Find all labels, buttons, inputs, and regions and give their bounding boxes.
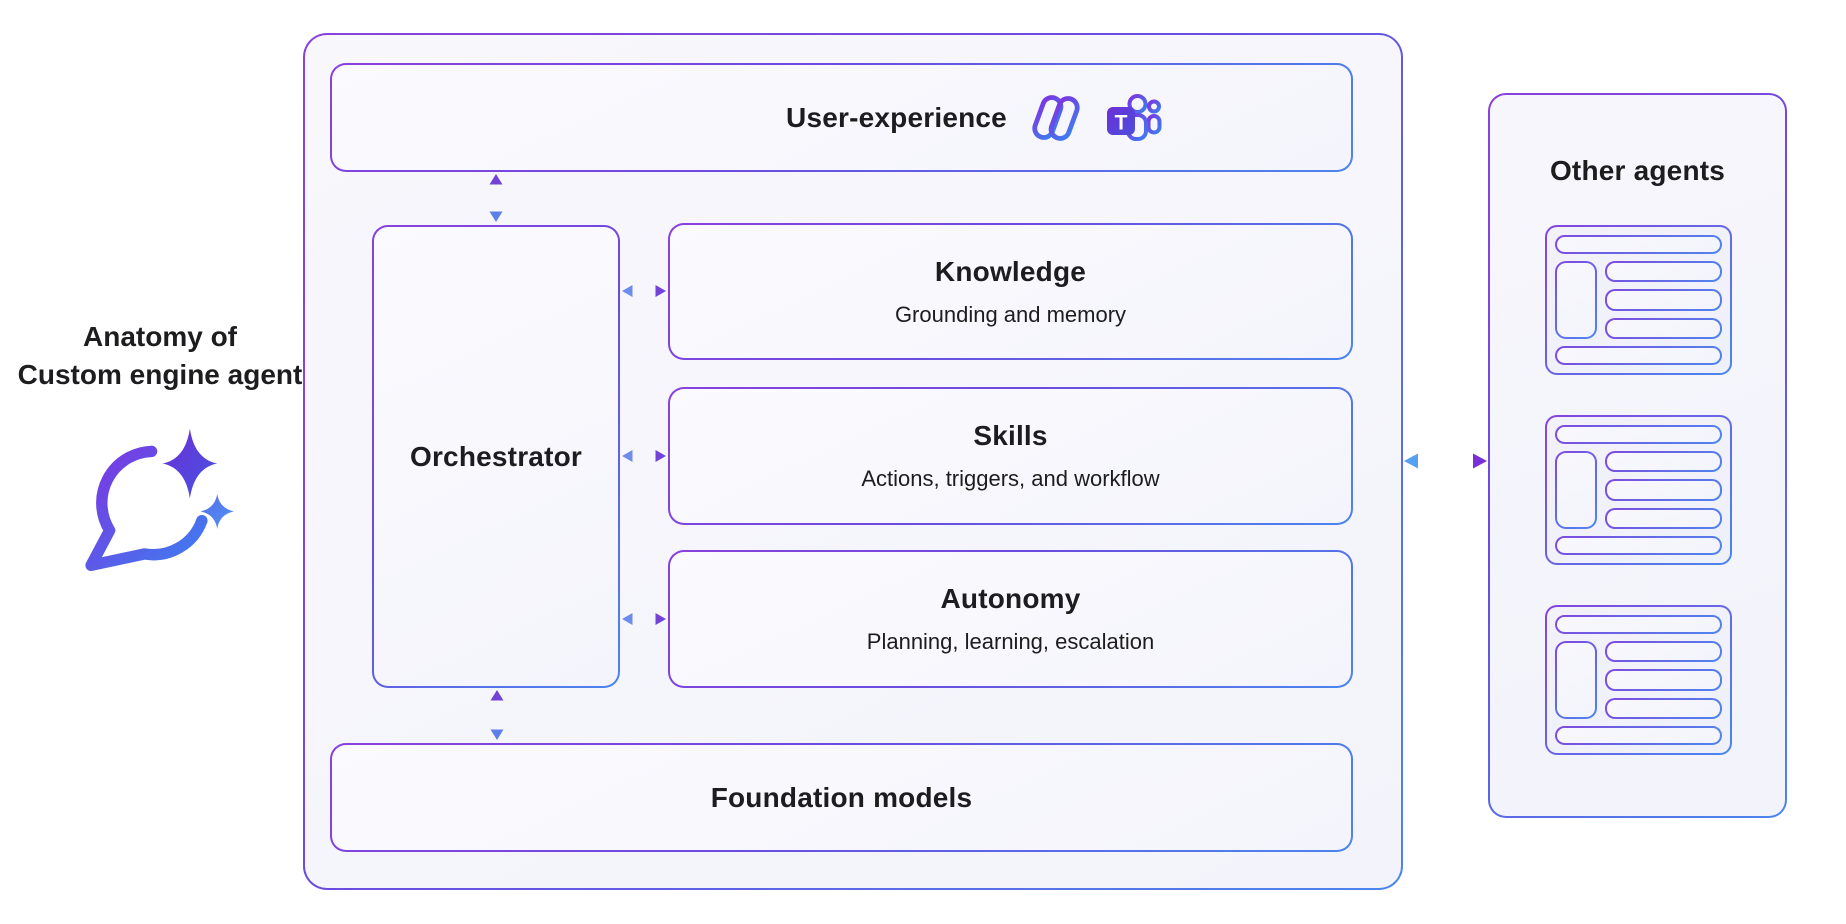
svg-text:T: T [1115, 111, 1128, 134]
other-agents-title: Other agents [1549, 155, 1726, 186]
autonomy-box: Autonomy Planning, learning, escalation [668, 550, 1353, 688]
agent-card [1545, 605, 1732, 755]
agent-card-line [1605, 261, 1722, 282]
agent-card-side-block [1555, 261, 1597, 339]
orchestrator-foundation-arrow [490, 690, 504, 740]
agent-card-body [1555, 641, 1722, 719]
agent-card-footer-bar [1555, 536, 1722, 555]
diagram-caption: Anatomy of Custom engine agent [5, 318, 315, 394]
knowledge-box: Knowledge Grounding and memory [668, 223, 1353, 360]
user-experience-content: User-experience T [786, 92, 1163, 144]
agent-card-header-bar [1555, 235, 1722, 254]
skills-subtitle: Actions, triggers, and workflow [861, 466, 1160, 491]
orchestrator-autonomy-arrow [622, 613, 666, 625]
teams-icon: T [1106, 93, 1162, 141]
caption-line-1: Anatomy of [83, 321, 237, 352]
agent-card-lines [1605, 641, 1722, 719]
agent-card [1545, 415, 1732, 565]
user-experience-title: User-experience [786, 101, 1007, 133]
autonomy-subtitle: Planning, learning, escalation [866, 629, 1155, 654]
agent-card-lines [1605, 261, 1722, 339]
user-experience-box: User-experience T [330, 63, 1353, 172]
other-agents-dotted-arrow [1404, 453, 1487, 469]
orchestrator-skills-arrow [622, 450, 666, 462]
agent-card-line [1605, 479, 1722, 500]
caption-line-2: Custom engine agent [17, 359, 303, 390]
knowledge-subtitle: Grounding and memory [894, 301, 1127, 327]
orchestrator-box: Orchestrator [372, 225, 620, 688]
agent-card-body [1555, 261, 1722, 339]
orchestrator-title: Orchestrator [409, 440, 582, 472]
agent-card-line [1605, 289, 1722, 310]
agent-card [1545, 225, 1732, 375]
other-agents-panel: Other agents [1488, 93, 1787, 818]
autonomy-title: Autonomy [940, 583, 1081, 614]
agent-card-header-bar [1555, 425, 1722, 444]
agent-card-side-block [1555, 641, 1597, 719]
agent-card-line [1605, 508, 1722, 529]
agent-card-header-bar [1555, 615, 1722, 634]
foundation-models-title: Foundation models [710, 781, 973, 813]
copilot-icon [1032, 94, 1080, 141]
knowledge-title: Knowledge [934, 255, 1087, 287]
foundation-models-box: Foundation models [330, 743, 1353, 852]
agent-card-footer-bar [1555, 346, 1722, 365]
orchestrator-knowledge-arrow [622, 285, 666, 297]
agent-card-line [1605, 669, 1722, 690]
agent-card-line [1605, 698, 1722, 719]
chat-sparkle-icon [85, 428, 234, 572]
skills-box: Skills Actions, triggers, and workflow [668, 387, 1353, 525]
agent-card-lines [1605, 451, 1722, 529]
agent-card-line [1605, 451, 1722, 472]
skills-title: Skills [973, 420, 1048, 451]
agent-card-body [1555, 451, 1722, 529]
agent-card-line [1605, 641, 1722, 662]
agent-card-footer-bar [1555, 726, 1722, 745]
agent-card-side-block [1555, 451, 1597, 529]
ux-orchestrator-arrow [489, 174, 503, 222]
agent-card-line [1605, 318, 1722, 339]
